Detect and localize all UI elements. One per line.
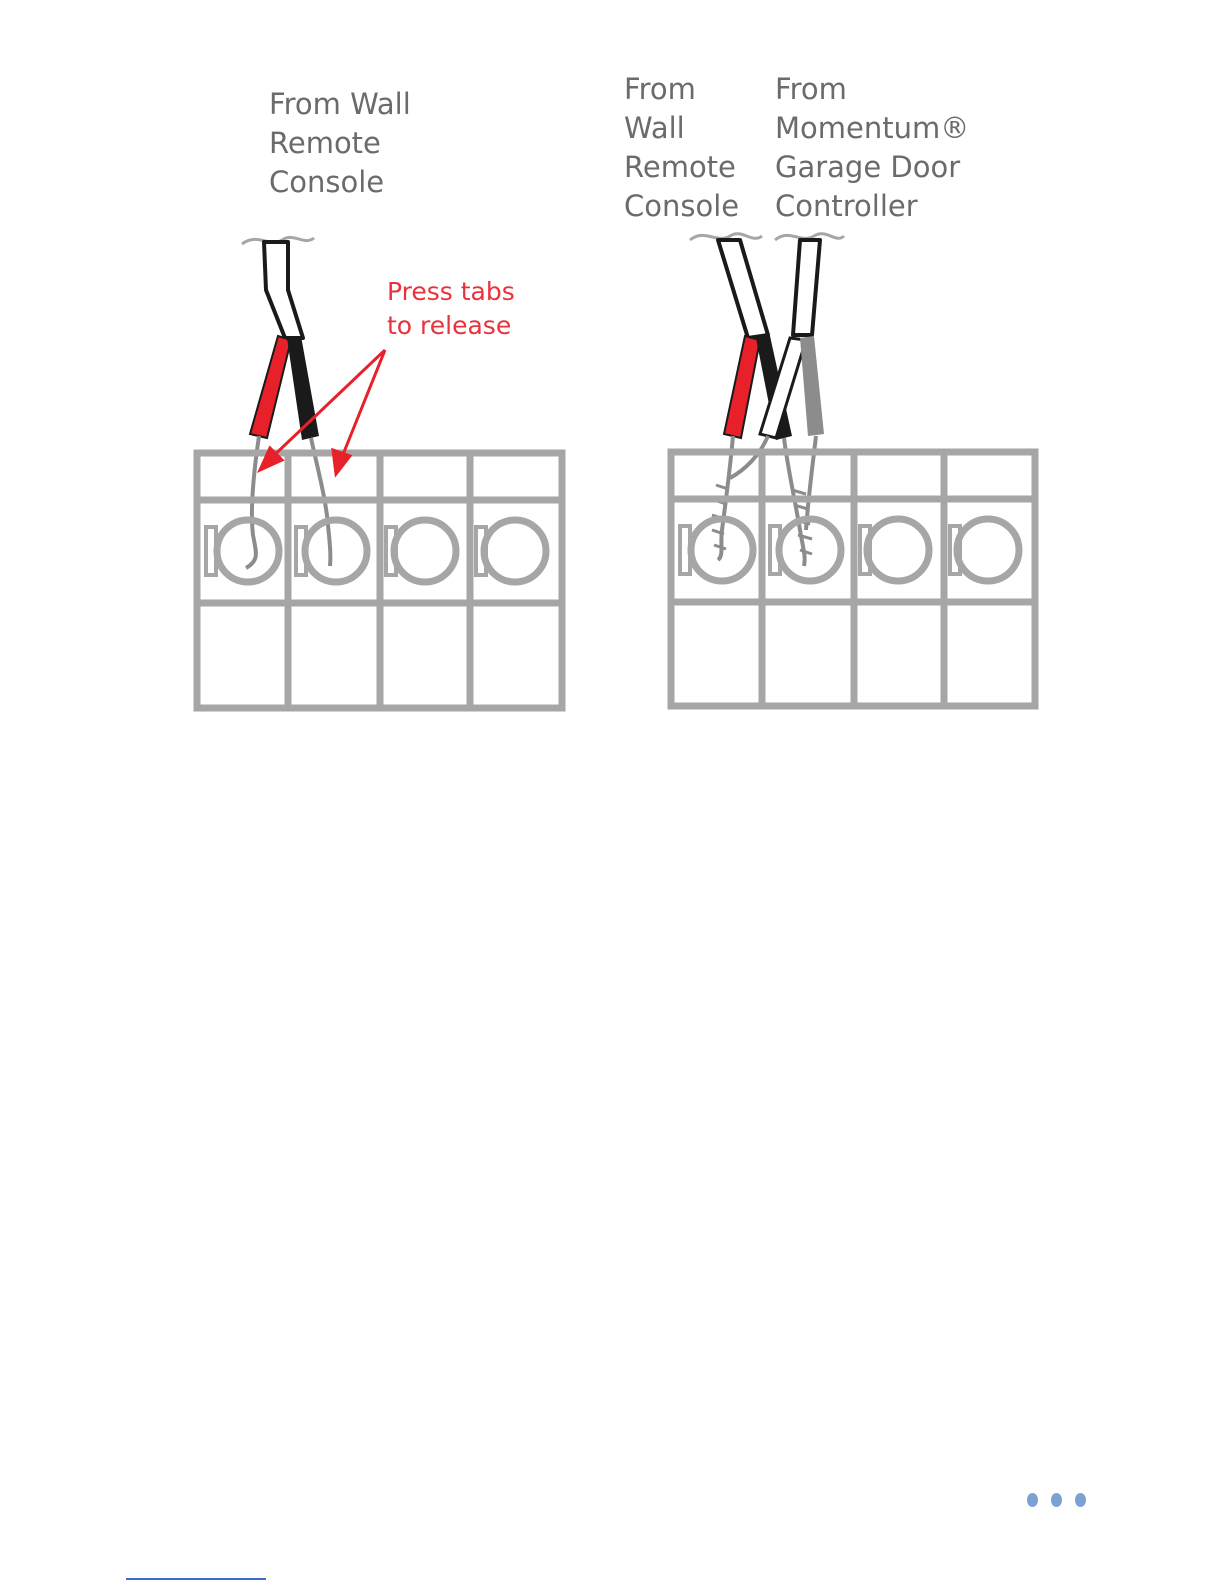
- left-red-wire: [250, 336, 291, 438]
- left-figure: [197, 237, 562, 708]
- left-black-wire: [287, 336, 319, 440]
- page-indicator-dots: [1027, 1493, 1086, 1507]
- right-cable-a-sheath: [718, 240, 768, 338]
- page-dot-icon: [1051, 1493, 1062, 1507]
- right-gray-wire: [800, 336, 824, 436]
- left-cable-sheath: [264, 242, 303, 338]
- right-red-wire: [724, 336, 760, 438]
- right-cable-b-sheath: [793, 240, 820, 335]
- right-figure: [671, 234, 1035, 706]
- arrow-head-icon: [333, 450, 350, 474]
- footer-link-underline: [126, 1578, 266, 1580]
- page-dot-icon: [1027, 1493, 1038, 1507]
- page-dot-icon: [1075, 1493, 1086, 1507]
